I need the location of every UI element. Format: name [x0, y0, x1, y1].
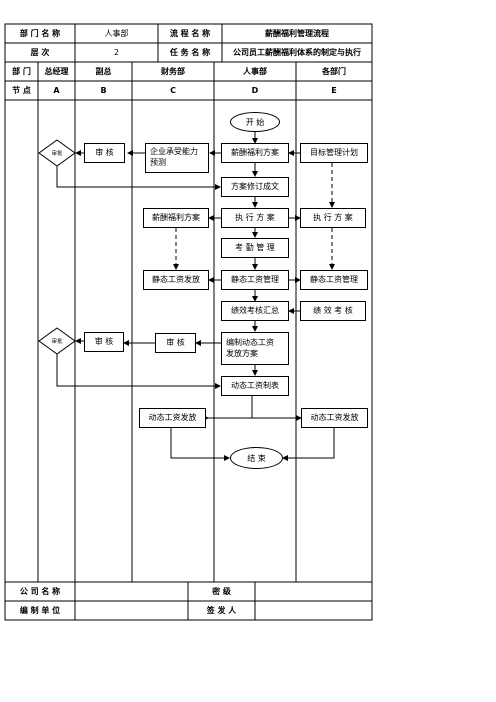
approval-label-2: 审批 — [51, 339, 63, 345]
static-mgmt-box-e: 静态工资管理 — [300, 270, 368, 290]
column-dept-label: 部 门 — [12, 66, 31, 76]
company-name-value — [75, 582, 188, 601]
column-header-c: 财务部 — [161, 66, 185, 76]
review-box-b2: 审 核 — [84, 332, 124, 352]
secret-level-label: 密 级 — [212, 586, 231, 596]
plan-revised-box: 方案修订成文 — [221, 177, 289, 197]
dynamic-plan-box: 编制动态工资 发放方案 — [221, 332, 289, 365]
review-box-c2: 审 核 — [155, 333, 196, 353]
node-c: C — [170, 85, 176, 95]
goal-plan-box: 目标管理计划 — [300, 143, 368, 163]
node-e: E — [331, 85, 337, 95]
column-header-b: 副总 — [95, 66, 112, 76]
review-box-b1: 审 核 — [84, 143, 125, 163]
execute-plan-box-d: 执 行 方 案 — [221, 208, 289, 228]
process-name-value: 薪酬福利管理流程 — [265, 28, 329, 38]
dept-name-label: 部 门 名 称 — [19, 28, 61, 38]
approval-label-1: 审批 — [51, 151, 63, 157]
perf-eval-box: 绩 效 考 核 — [300, 301, 366, 321]
end-terminal: 结 束 — [230, 447, 283, 469]
level-label: 层 次 — [30, 47, 50, 57]
column-header-e: 各部门 — [322, 66, 346, 76]
column-header-d: 人事部 — [243, 66, 267, 76]
start-terminal: 开 始 — [230, 112, 280, 132]
attendance-box: 考 勤 管 理 — [221, 238, 289, 258]
node-b: B — [100, 85, 107, 95]
task-name-label: 任 务 名 称 — [169, 47, 211, 57]
process-name-label: 流 程 名 称 — [169, 28, 211, 38]
secret-level-value — [255, 582, 372, 601]
dynamic-table-box: 动态工资制表 — [221, 376, 289, 396]
static-pay-box-c: 静态工资发放 — [143, 270, 209, 290]
column-header-a: 总经理 — [44, 66, 69, 76]
dept-name-value: 人事部 — [104, 28, 129, 38]
task-name-value: 公司员工薪酬福利体系的制定与执行 — [233, 47, 361, 57]
perf-summary-box: 绩效考核汇总 — [221, 301, 289, 321]
issuer-value — [255, 601, 372, 620]
issuer-label: 签 发 人 — [206, 605, 237, 615]
capacity-forecast-box: 企业承受能力 预测 — [145, 143, 209, 173]
prepared-by-value — [75, 601, 188, 620]
salary-plan-box-d: 薪酬福利方案 — [221, 143, 289, 163]
dynamic-pay-box-c: 动态工资发放 — [139, 408, 206, 428]
salary-plan-box-c: 薪酬福利方案 — [143, 208, 209, 228]
node-label: 节 点 — [12, 85, 31, 95]
company-name-label: 公 司 名 称 — [19, 586, 61, 596]
level-value: 2 — [113, 47, 120, 57]
prepared-by-label: 编 制 单 位 — [19, 605, 61, 615]
static-mgmt-box-d: 静态工资管理 — [221, 270, 289, 290]
dynamic-pay-box-e: 动态工资发放 — [301, 408, 368, 428]
execute-plan-box-e: 执 行 方 案 — [300, 208, 366, 228]
node-d: D — [251, 85, 259, 95]
node-a: A — [53, 85, 60, 95]
